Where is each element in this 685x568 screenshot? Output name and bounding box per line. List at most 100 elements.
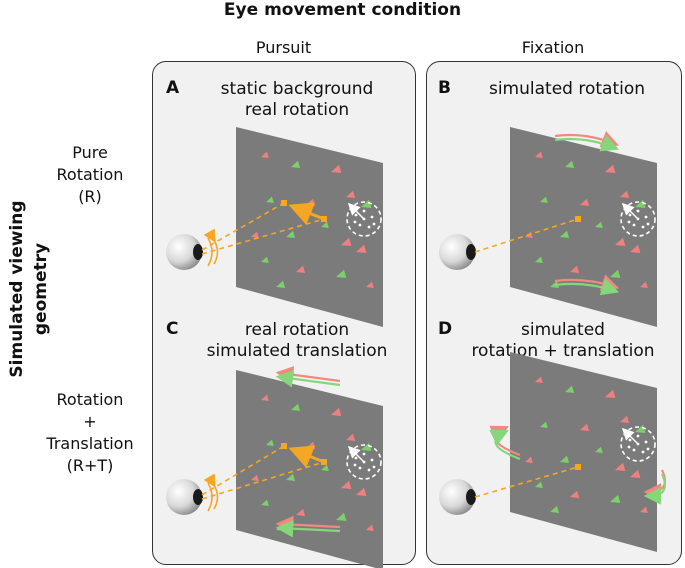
row-header-pure-rotation: Pure Rotation (R) [40,142,140,208]
motion-triangle [366,281,374,288]
panel-a-title: static background real rotation [192,79,402,121]
dot-cloud-circle [620,426,656,462]
motion-triangle [356,487,367,496]
motion-triangle [535,151,543,158]
motion-triangle [266,439,274,446]
panel-d-eye [439,479,476,515]
fixation-target [575,464,581,470]
dot [367,468,371,472]
flow-arrow-green [643,473,666,505]
dot [372,222,376,226]
motion-triangle [261,151,269,158]
panel-d-scene [510,352,657,552]
heading-arrow [621,202,639,220]
motion-triangle [361,199,372,208]
eyeball [166,479,202,515]
dot [353,463,357,467]
motion-triangle [291,160,301,168]
dot [354,456,358,460]
dot [646,447,650,451]
motion-triangle [296,508,306,516]
motion-triangle [565,385,575,393]
motion-triangle [560,455,570,463]
dot [628,438,632,442]
dot [370,458,374,462]
heading-arrow [347,445,365,463]
motion-triangle [570,490,580,498]
motion-triangle [286,473,296,481]
motion-triangle [336,512,347,521]
row-header-line: Rotation [56,390,124,409]
panel-c-eye [166,479,203,515]
dot-cloud-circle [620,201,656,237]
flow-arrow-green [489,429,521,461]
pupil [193,489,203,505]
motion-triangle [321,221,329,228]
motion-triangle [620,190,630,198]
eyeball [166,234,202,270]
display-screen [510,127,657,327]
motion-triangle [346,190,356,198]
motion-triangle [341,480,352,489]
motion-triangle [620,415,630,423]
motion-triangle [341,237,352,246]
gaze-line [201,202,285,251]
pupil [466,489,476,505]
eye-rotation-arc [207,482,213,512]
heading-arrow [347,202,365,220]
motion-triangle [286,230,296,238]
dot [353,220,357,224]
panel-a-scene [236,127,383,327]
panel-b-eye [439,234,476,270]
display-screen [236,370,383,568]
motion-triangle [580,423,590,431]
motion-triangle [366,524,374,531]
dot [362,452,366,456]
motion-triangle [615,462,626,471]
motion-triangle [361,442,372,451]
row-header-rotation-translation: Rotation + Translation (R+T) [30,389,150,477]
motion-triangle [535,256,543,263]
pursuit-arrow [288,445,325,468]
dot-cloud-circle [346,444,382,480]
column-header-fixation: Fixation [521,38,585,57]
heading-arrow [621,427,639,445]
eyeball [439,234,475,270]
motion-triangle [251,231,259,238]
motion-triangle [630,244,641,253]
motion-triangle [605,164,616,173]
flow-arrow-green [275,519,341,538]
dot-cloud-circle [346,201,382,237]
row-header-line: + [83,412,97,431]
dot [644,440,648,444]
dot [358,466,362,470]
motion-triangle [261,499,269,506]
motion-triangle [356,244,367,253]
motion-triangle [331,407,342,416]
dot [632,448,636,452]
dot [367,225,371,229]
eye-rotation-arc [203,473,219,510]
pupil [466,244,476,260]
motion-triangle [346,433,356,441]
motion-triangle [540,196,548,203]
display-screen [236,127,383,327]
motion-triangle [535,481,543,488]
row-header-line: Rotation [56,165,124,184]
dot [641,450,645,454]
panel-label-c: C [166,319,179,339]
dot [627,220,631,224]
dot [646,222,650,226]
motion-triangle [525,456,533,463]
panel-title-line: real rotation [244,320,350,340]
motion-triangle [550,505,560,513]
gaze-line [201,218,325,255]
dot [627,445,631,449]
motion-triangle [635,424,646,433]
motion-triangle [276,280,286,288]
panel-label-b: B [438,78,451,98]
panel-title-line: static background [220,79,374,99]
motion-triangle [291,403,301,411]
dot [354,213,358,217]
